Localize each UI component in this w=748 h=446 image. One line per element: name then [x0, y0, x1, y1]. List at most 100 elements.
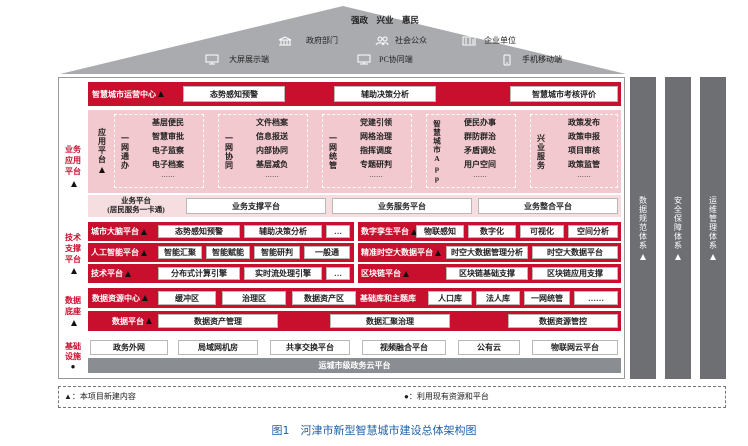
tech-title: 区块链平台: [361, 264, 409, 283]
tech-item: 一般通: [304, 246, 350, 259]
tech-title: 精准时空大数据平台: [361, 243, 441, 262]
group-item: 基层减负: [256, 160, 288, 169]
group-item: 政策发布: [568, 118, 600, 127]
group-items: 基层便民 智慧审批 电子监察 电子档案 ……: [136, 116, 200, 179]
group-item: 文件档案: [256, 118, 288, 127]
data-side-label: 数据底座: [60, 288, 86, 332]
new-marker: [142, 295, 148, 301]
tech-title: 数字孪生平台: [361, 222, 417, 241]
data-platform-aggregation: 数据汇聚治理: [330, 314, 450, 328]
legend-box: [58, 386, 726, 408]
tech-title: 技术平台: [91, 264, 131, 283]
tech-item: …: [326, 225, 350, 238]
figure-caption: 图1 河津市新型智慧城市建设总体架构图: [271, 424, 477, 437]
tech-item: 实时流处理引擎: [244, 267, 322, 280]
new-marker: [158, 91, 164, 97]
group-item: 矛盾调处: [464, 146, 496, 155]
tech-item: 辅助决策分析: [244, 225, 322, 238]
business-support-title: 业务平台 (居民服务一卡通): [107, 196, 165, 214]
tech-item: 空间分析: [568, 225, 618, 238]
tech-title: 城市大脑平台: [91, 222, 147, 241]
group-item-more: ……: [473, 171, 487, 179]
new-marker: [403, 270, 409, 277]
business-side-label: 业务应用平台: [60, 110, 86, 220]
business-panel: [88, 110, 621, 193]
app-platform-label: 应用平台: [94, 118, 110, 182]
screen-icon: [205, 54, 219, 65]
infra-item-lan-room: 局域网机房: [178, 340, 258, 355]
group-label: 一网统管: [328, 134, 338, 170]
pillar-data-standards: 数据规范体系: [630, 77, 656, 379]
group-item: 信息报送: [256, 132, 288, 141]
group-one-stop: [114, 114, 204, 188]
roof-item-bigscreen: 大屏展示端: [205, 53, 269, 66]
group-item: 智慧审批: [152, 132, 184, 141]
roof-item-government: 政府部门: [278, 35, 338, 46]
data-platform-control: 数据资源管控: [508, 314, 618, 328]
infra-item-public-cloud: 公有云: [458, 340, 520, 355]
data-zone-assets: 数据资产区: [292, 291, 356, 305]
group-item: 政策申报: [568, 132, 600, 141]
tech-item: 分布式计算引擎: [158, 267, 240, 280]
group-item: 党建引领: [360, 118, 392, 127]
group-label: 智慧城市App: [432, 120, 442, 184]
roof-item-enterprise: 企业单位: [462, 35, 516, 46]
tech-item: 区块链应用支撑: [532, 267, 618, 280]
new-marker: [411, 228, 417, 235]
new-marker: [71, 268, 77, 274]
tech-item: 物联感知: [416, 225, 464, 238]
group-label: 兴业服务: [536, 134, 546, 170]
infra-side-label: 基础设施 ●: [65, 341, 81, 371]
infra-cloud-bar: 运城市级政务云平台: [88, 358, 621, 373]
group-item: 电子档案: [152, 160, 184, 169]
data-library-title: 基础库和主题库: [360, 293, 416, 303]
group-item: 用户空间: [464, 160, 496, 169]
roof-slogan: 强政 兴业 惠民: [350, 15, 419, 25]
data-platform-title: 数据平台: [112, 311, 152, 331]
group-item: 内部协同: [256, 146, 288, 155]
infra-item-video: 视频融合平台: [362, 340, 446, 355]
support-item-business-integration: 业务整合平台: [478, 198, 618, 214]
infra-item-exchange: 共享交换平台: [270, 340, 350, 355]
roof-item-pc: PC协同端: [357, 53, 413, 66]
legend-new: ▲：本项目新建内容: [64, 392, 136, 401]
new-marker: [141, 228, 147, 235]
group-city-app: [426, 114, 516, 188]
tech-item: 数字化: [468, 225, 516, 238]
library-legal-person: 法人库: [476, 291, 520, 305]
data-resource-title: 数据资源中心: [92, 288, 148, 308]
support-item-business-service: 业务服务平台: [332, 198, 472, 214]
roof: [60, 6, 626, 74]
new-marker: [710, 254, 716, 260]
tech-item: 智能研判: [254, 246, 300, 259]
pillar-ops: 运维管理体系: [700, 77, 726, 379]
tech-side-label: 技术支撑平台: [60, 222, 86, 284]
pillar-security: 安全保障体系: [665, 77, 691, 379]
group-collab: [218, 114, 308, 188]
group-item: 网格治理: [360, 132, 392, 141]
building-icon: [278, 35, 292, 45]
group-item: 电子监察: [152, 146, 184, 155]
existing-marker: ●: [70, 361, 76, 371]
phone-icon: [503, 54, 511, 65]
support-item-business-support: 业务支撑平台: [186, 198, 326, 214]
ops-item-evaluation: 智慧城市考核评价: [510, 86, 618, 102]
group-items: 文件档案 信息报送 内部协同 基层减负 ……: [240, 116, 304, 179]
new-marker: [71, 319, 77, 326]
library-population: 人口库: [428, 291, 472, 305]
tech-item: 智能赋能: [206, 246, 250, 259]
ops-center-title: 智慧城市运营中心: [92, 84, 164, 104]
group-label: 一网协同: [224, 134, 234, 170]
library-unified-mgmt: 一网统管: [524, 291, 570, 305]
group-unified-mgmt: [322, 114, 412, 188]
new-marker: [435, 249, 441, 256]
roof-item-mobile: 手机移动端: [502, 53, 562, 66]
enterprise-icon: [462, 36, 476, 45]
roof-item-public: 社会公众: [375, 35, 427, 46]
tech-item: 时空大数据平台: [532, 246, 618, 259]
data-zone-governance: 治理区: [222, 291, 286, 305]
tech-item: 态势感知预警: [158, 225, 240, 238]
group-label: 一网通办: [120, 134, 130, 170]
group-item: 项目审核: [568, 146, 600, 155]
group-items: 政策发布 政策申报 项目审核 政策监管 ……: [552, 116, 616, 179]
